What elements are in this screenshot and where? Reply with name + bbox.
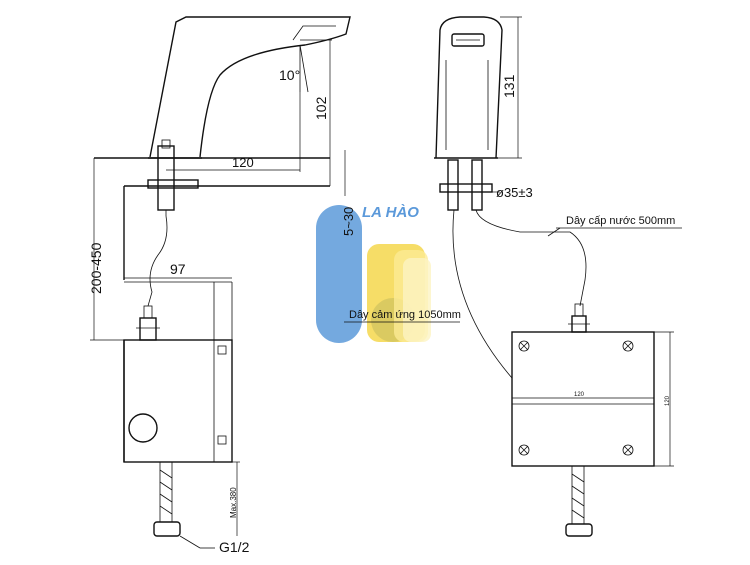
thread-leader [179,535,201,549]
sensor-cable-side [147,215,168,307]
box-screw-2 [217,435,227,445]
front-nut [439,183,493,193]
dim-deck-label: 5~30 [341,207,356,236]
screw-cross [519,341,529,351]
supply-label-leader [547,227,561,237]
dim-102-label: 102 [313,96,329,120]
front-shank-left [447,159,459,211]
screw-icon [518,444,530,456]
side-view: 10° 102 120 5~30 200-450 97 [88,16,356,555]
cable-connector-side [139,317,157,341]
dim-max-label: Max.380 [229,487,238,518]
front-view: 131 ø35±3 [434,16,587,379]
faucet-body-outline [149,16,351,158]
logo-yellow-stripe-2 [403,258,431,342]
hose-braid-side [159,469,173,515]
sensor-cable-label: Dây cảm ứng 1050mm [349,309,461,321]
cable-annotations: Dây cấp nước 500mm Dây cảm ứng 1050mm [344,215,682,323]
dim-install-label: 200-450 [88,242,104,294]
dim-box-height-label: 120 [665,395,671,406]
front-sensor-window [451,33,485,47]
cable-connector-tip [143,305,153,319]
box-top-connector-tip [574,303,584,317]
dim-hole-label: ø35±3 [496,185,533,200]
dim-120-label: 120 [232,155,254,170]
hose-nut-side [153,521,181,537]
control-box-side [123,339,233,463]
thread-label: G1/2 [219,539,250,555]
control-box-front-outline [511,331,655,467]
angle-label: 10° [279,67,300,83]
screw-icon [518,340,530,352]
supply-hose-front [571,465,585,525]
screw-cross [519,445,529,455]
shank-top [161,139,171,149]
hose-braid-front [571,473,585,519]
supply-cable-label: Dây cấp nước 500mm [566,215,675,227]
box-screw-1 [217,345,227,355]
screw-cross [623,445,633,455]
dim-box-width-label: 120 [574,392,585,398]
front-body-outline [435,16,503,159]
hose-nut-front [565,523,593,537]
screw-icon [622,444,634,456]
watermark-text: LA HÀO [362,204,419,221]
control-box-front: 120 120 [511,303,674,537]
mounting-shank [157,145,175,211]
screw-cross [623,341,633,351]
dim-97-label: 97 [170,261,186,277]
box-sensor-port [128,413,158,443]
sensor-cable-path [452,209,513,379]
screw-icon [622,340,634,352]
dim-131-label: 131 [501,74,517,98]
front-shank-right [471,159,483,211]
logo-blue-bar [316,205,362,343]
faucet-spout-tip [292,25,336,41]
watermark-logo: LA HÀO [316,204,431,343]
angle-ray [299,44,309,93]
mounting-nut [147,179,199,189]
supply-cable-path [475,209,587,307]
box-corner-screws [518,340,634,456]
